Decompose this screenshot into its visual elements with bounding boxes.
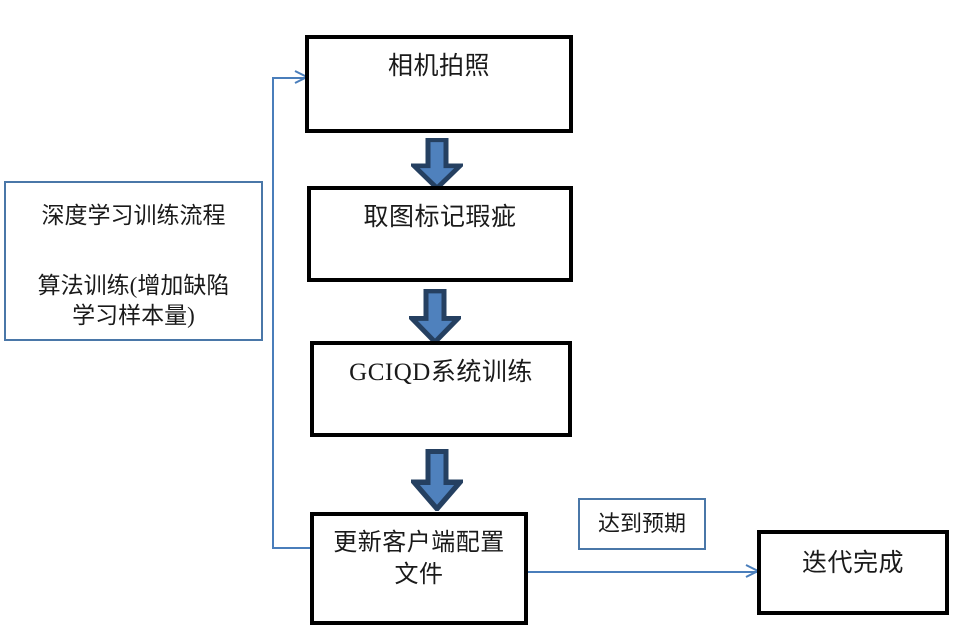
update-to-done-connector — [528, 571, 759, 573]
node-iteration-complete[interactable]: 迭代完成 — [757, 530, 949, 615]
node-iteration-complete-label: 迭代完成 — [801, 550, 904, 577]
note-meets-expectation[interactable]: 达到预期 — [578, 498, 706, 550]
note-training-detail: 算法训练(增加缺陷 学习样本量) — [37, 272, 230, 328]
feedback-connector-vertical-segment — [272, 77, 274, 549]
note-deep-learning-training-process[interactable]: 深度学习训练流程 算法训练(增加缺陷 学习样本量) — [4, 181, 263, 341]
node-gciqd-system-training-label: GCIQD系统训练 — [349, 359, 533, 386]
down-block-arrow-icon-mark-to-train — [409, 289, 461, 344]
down-block-arrow-icon-train-to-update — [411, 449, 463, 511]
node-gciqd-system-training[interactable]: GCIQD系统训练 — [310, 341, 572, 437]
node-camera-capture[interactable]: 相机拍照 — [305, 35, 573, 133]
node-camera-capture-label: 相机拍照 — [387, 53, 490, 80]
note-meets-expectation-label: 达到预期 — [597, 511, 686, 536]
node-capture-and-mark-defects[interactable]: 取图标记瑕疵 — [307, 186, 573, 282]
down-block-arrow-icon-camera-to-mark — [411, 138, 463, 190]
note-training-spacer — [6, 231, 261, 253]
feedback-connector-bottom-segment — [272, 547, 312, 549]
note-training-headline: 深度学习训练流程 — [41, 203, 226, 228]
node-update-client-config-file-label: 更新客户端配置 文件 — [333, 530, 505, 588]
feedback-connector-top-segment — [272, 77, 305, 79]
node-capture-and-mark-defects-label: 取图标记瑕疵 — [363, 204, 517, 231]
node-update-client-config-file[interactable]: 更新客户端配置 文件 — [310, 512, 528, 625]
